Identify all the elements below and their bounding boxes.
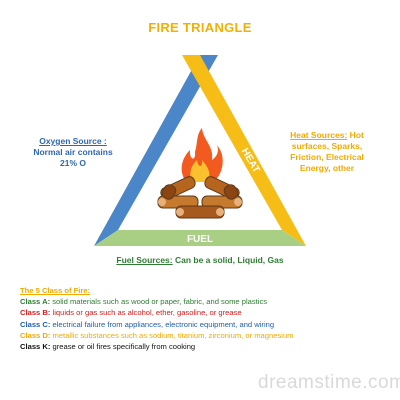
class-label: Class C: <box>20 319 51 329</box>
fire-triangle-diagram: OXYGEN HEAT FUEL <box>94 55 306 246</box>
class-label: Class D: <box>20 330 51 340</box>
oxygen-source-line1: Normal air contains <box>33 147 113 157</box>
class-description: metallic substances such as sodium, tita… <box>50 330 294 340</box>
class-label: Class A: <box>20 297 51 307</box>
fire-classes-heading: The 5 Class of Fire: <box>20 286 91 295</box>
fuel-side-label: FUEL <box>187 234 213 245</box>
oxygen-source-line2: 21% O <box>60 158 86 168</box>
class-label: Class K: <box>20 342 51 352</box>
fuel-sources-header: Fuel Sources: <box>116 255 173 265</box>
fuel-side <box>94 230 306 246</box>
list-item: Class C: electrical failure from applian… <box>20 319 390 330</box>
watermark: dreamstime.com <box>258 372 400 393</box>
class-label: Class B: <box>20 308 51 318</box>
heat-sources-note: Heat Sources: Hot surfaces, Sparks, Fric… <box>282 130 372 174</box>
list-item: Class B: liquids or gas such as alcohol,… <box>20 307 390 318</box>
oxygen-source-header: Oxygen Source : <box>39 136 107 146</box>
list-item: Class D: metallic substances such as sod… <box>20 330 390 341</box>
class-description: grease or oil fires specifically from co… <box>50 342 196 352</box>
heat-side <box>182 55 306 246</box>
class-description: liquids or gas such as alcohol, ether, g… <box>50 308 242 318</box>
list-item: Class K: grease or oil fires specificall… <box>20 341 390 352</box>
fuel-sources-note: Fuel Sources: Can be a solid, Liquid, Ga… <box>0 255 400 266</box>
oxygen-source-note: Oxygen Source : Normal air contains 21% … <box>30 136 116 169</box>
list-item: Class A: solid materials such as wood or… <box>20 296 390 307</box>
fuel-sources-text: Can be a solid, Liquid, Gas <box>172 255 284 265</box>
page-title: FIRE TRIANGLE <box>148 20 252 35</box>
class-description: solid materials such as wood or paper, f… <box>50 297 268 307</box>
fire-classes-list: The 5 Class of Fire: Class A: solid mate… <box>20 285 390 352</box>
class-description: electrical failure from appliances, elec… <box>50 319 275 329</box>
heat-sources-text: Hot surfaces, Sparks, Friction, Electric… <box>290 130 364 173</box>
heat-sources-header: Heat Sources: <box>290 130 348 140</box>
oxygen-side <box>94 55 218 246</box>
campfire-icon <box>157 128 243 219</box>
